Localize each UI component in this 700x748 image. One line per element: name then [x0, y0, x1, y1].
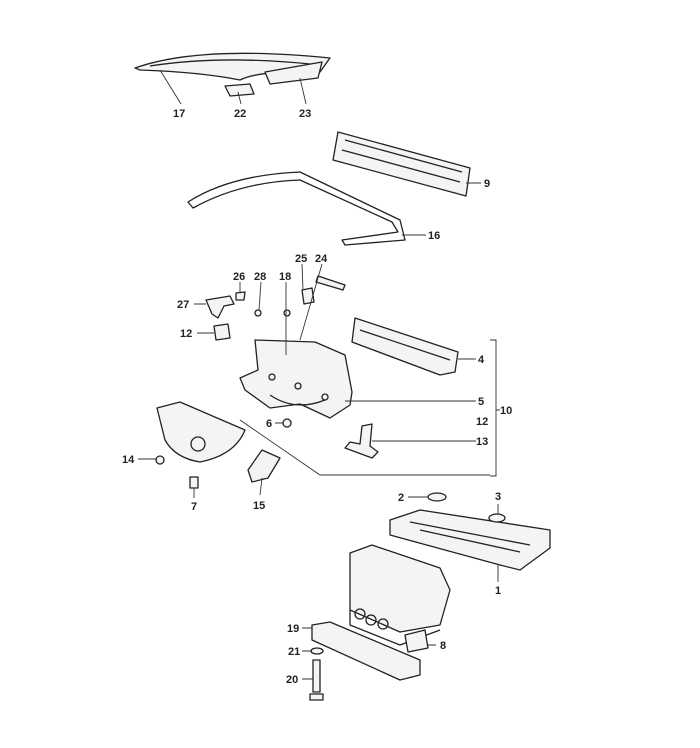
part-16-frame — [187, 171, 406, 246]
callout-23: 23 — [299, 108, 311, 120]
callout-26: 26 — [233, 271, 245, 283]
part-22-patch — [224, 83, 255, 97]
part-wheelhouse-left — [155, 401, 246, 489]
callout-17: 17 — [173, 108, 185, 120]
callout-16: 16 — [428, 230, 440, 242]
part-17-roof-panel — [134, 52, 331, 85]
callout-9: 9 — [484, 178, 490, 190]
callout-22: 22 — [234, 108, 246, 120]
callout-3: 3 — [495, 491, 501, 503]
part-4-crossmember — [351, 317, 459, 376]
callout-1: 1 — [495, 585, 501, 597]
leader-lines — [138, 69, 500, 680]
callout-8: 8 — [440, 640, 446, 652]
callout-21: 21 — [288, 646, 300, 658]
part-5-bracket — [239, 339, 353, 428]
callout-14: 14 — [122, 454, 135, 466]
callout-27: 27 — [177, 299, 189, 311]
callout-25: 25 — [295, 253, 307, 265]
callout-4: 4 — [478, 354, 485, 366]
callout-15: 15 — [253, 500, 265, 512]
callout-6: 6 — [266, 418, 272, 430]
part-9-rear-panel — [332, 131, 471, 197]
callout-24: 24 — [315, 253, 328, 265]
callout-20: 20 — [286, 674, 298, 686]
callout-19: 19 — [287, 623, 299, 635]
part-13-bracket — [344, 423, 379, 459]
callout-12: 12 — [180, 328, 192, 340]
callout-10: 10 — [500, 405, 512, 417]
callout-7: 7 — [191, 501, 197, 513]
part-15-bracket — [247, 449, 281, 483]
part-1-floor-pan — [389, 492, 551, 571]
callout-labels: 17 22 23 9 16 26 28 18 25 24 27 12 4 5 1… — [122, 108, 512, 686]
callout-28: 28 — [254, 271, 266, 283]
callout-2: 2 — [398, 492, 404, 504]
callout-18: 18 — [279, 271, 291, 283]
part-19-crossmember — [309, 621, 429, 701]
small-parts — [205, 275, 346, 341]
part-spare-wheel-well — [349, 544, 451, 646]
callout-12-group: 12 — [476, 416, 488, 428]
callout-5: 5 — [478, 396, 484, 408]
callout-13: 13 — [476, 436, 488, 448]
